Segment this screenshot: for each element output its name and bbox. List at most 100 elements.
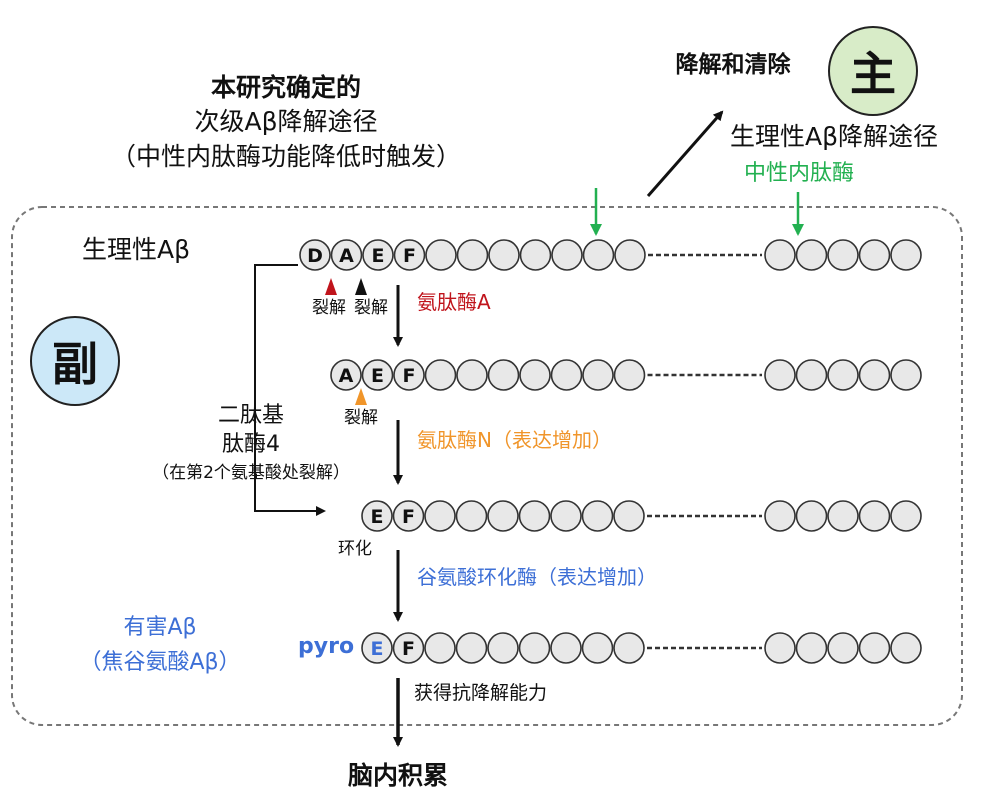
- residue-2-0: [330, 359, 362, 391]
- bead-1-9: [582, 239, 615, 271]
- tail-bead-3-3: [858, 500, 891, 532]
- bead-2-7: [550, 359, 583, 391]
- residue-1-2: [362, 239, 394, 271]
- bead-1-6: [488, 239, 520, 271]
- bead-1-8: [551, 239, 583, 271]
- bead-2-5: [487, 359, 520, 391]
- tail-bead-4-2: [827, 632, 859, 664]
- tail-bead-3-1: [795, 500, 828, 532]
- bead-4-6: [550, 632, 582, 664]
- tail-bead-3-0: [764, 500, 796, 532]
- residue-label-3-1: F: [402, 506, 415, 528]
- residue-label-2-2: F: [403, 365, 416, 387]
- residue-label-4-0: E: [371, 638, 384, 660]
- tail-bead-1-0: [764, 239, 796, 271]
- bead-1-10: [614, 239, 646, 271]
- bead-4-5: [518, 632, 551, 664]
- tail-bead-4-1: [795, 632, 828, 664]
- tail-bead-4-4: [890, 632, 922, 664]
- cleave-marker-orange: [355, 388, 367, 405]
- residue-2-2: [393, 359, 425, 391]
- cleave-marker-black: [355, 278, 367, 295]
- bead-3-7: [581, 500, 614, 532]
- dpp4-line2: 肽酶4: [222, 432, 280, 457]
- brain-accumulation-label: 脑内积累: [347, 761, 449, 790]
- bead-4-3: [455, 632, 488, 664]
- cleave-label-1: 裂解: [312, 298, 346, 318]
- physiological-abeta-label: 生理性Aβ: [82, 235, 191, 264]
- residue-label-3-0: E: [371, 506, 384, 528]
- cyclize-label: 环化: [338, 539, 372, 559]
- bead-2-3: [424, 359, 457, 391]
- cleave-label-3: 裂解: [344, 408, 378, 428]
- primary-subheading: 生理性Aβ降解途径: [730, 122, 939, 151]
- glutaminyl-cyclase-label: 谷氨酸环化酶（表达增加）: [417, 565, 657, 589]
- primary-pathway-arrow: [646, 110, 724, 197]
- tail-bead-1-2: [827, 239, 859, 271]
- residue-4-0: [361, 632, 393, 664]
- residue-label-1-3: F: [403, 245, 416, 267]
- residue-label-2-1: E: [371, 365, 384, 387]
- bead-4-7: [581, 632, 614, 664]
- bead-3-2: [424, 500, 456, 532]
- secondary-title-line3: （中性内肽酶功能降低时触发）: [110, 142, 462, 171]
- bead-3-8: [613, 500, 645, 532]
- bead-2-4: [456, 359, 488, 391]
- bead-2-6: [519, 359, 551, 391]
- tail-bead-2-4: [890, 359, 922, 391]
- tail-bead-4-3: [858, 632, 891, 664]
- residue-label-1-2: E: [372, 245, 385, 267]
- harmful-abeta-line2: （焦谷氨酸Aβ）: [79, 650, 241, 675]
- bead-3-5: [518, 500, 551, 532]
- bead-4-4: [487, 632, 519, 664]
- aminopeptidase-a-label: 氨肽酶A: [417, 290, 491, 314]
- tail-bead-2-3: [858, 359, 891, 391]
- tail-bead-2-2: [827, 359, 859, 391]
- harmful-abeta-line1: 有害Aβ: [123, 615, 197, 640]
- tail-bead-2-0: [764, 359, 796, 391]
- residue-1-1: [330, 239, 363, 271]
- bead-3-6: [550, 500, 582, 532]
- bead-3-3: [455, 500, 488, 532]
- secondary-title-line2: 次级Aβ降解途径: [194, 107, 378, 136]
- cleave-marker-red: [325, 278, 337, 295]
- aminopeptidase-n-label: 氨肽酶N（表达增加）: [417, 428, 612, 452]
- cleave-label-2: 裂解: [354, 298, 388, 318]
- bead-2-9: [613, 359, 646, 391]
- residue-label-1-0: D: [307, 245, 323, 267]
- tail-bead-3-2: [827, 500, 859, 532]
- residue-4-1: [392, 632, 425, 664]
- residue-3-1: [392, 500, 425, 532]
- resistance-label: 获得抗降解能力: [414, 682, 548, 704]
- secondary-pathway-boundary: [11, 206, 963, 726]
- tail-bead-4-0: [764, 632, 796, 664]
- bead-4-2: [424, 632, 456, 664]
- neprilysin-label: 中性内肽酶: [743, 161, 855, 186]
- bead-4-8: [613, 632, 645, 664]
- residue-1-0: [299, 239, 331, 271]
- tail-bead-3-4: [890, 500, 922, 532]
- residue-label-1-1: A: [339, 245, 354, 267]
- residue-label-2-0: A: [339, 365, 354, 387]
- dpp4-line1: 二肽基: [217, 403, 285, 428]
- tail-bead-1-1: [795, 239, 828, 271]
- primary-heading: 降解和清除: [675, 52, 791, 78]
- residue-2-1: [361, 359, 394, 391]
- tail-bead-2-1: [795, 359, 828, 391]
- bead-2-8: [582, 359, 614, 391]
- secondary-badge: 副: [30, 316, 120, 406]
- bead-3-4: [487, 500, 519, 532]
- primary-badge: 主: [828, 26, 918, 116]
- bead-1-7: [519, 239, 552, 271]
- tail-bead-1-3: [858, 239, 891, 271]
- bead-1-4: [425, 239, 457, 271]
- tail-bead-1-4: [890, 239, 922, 271]
- residue-1-3: [393, 239, 426, 271]
- dpp4-line3: （在第2个氨基酸处裂解）: [152, 463, 350, 483]
- pyro-prefix: pyro: [298, 634, 355, 659]
- residue-label-4-1: F: [402, 638, 415, 660]
- dpp4-bracket-arrow: [254, 264, 326, 516]
